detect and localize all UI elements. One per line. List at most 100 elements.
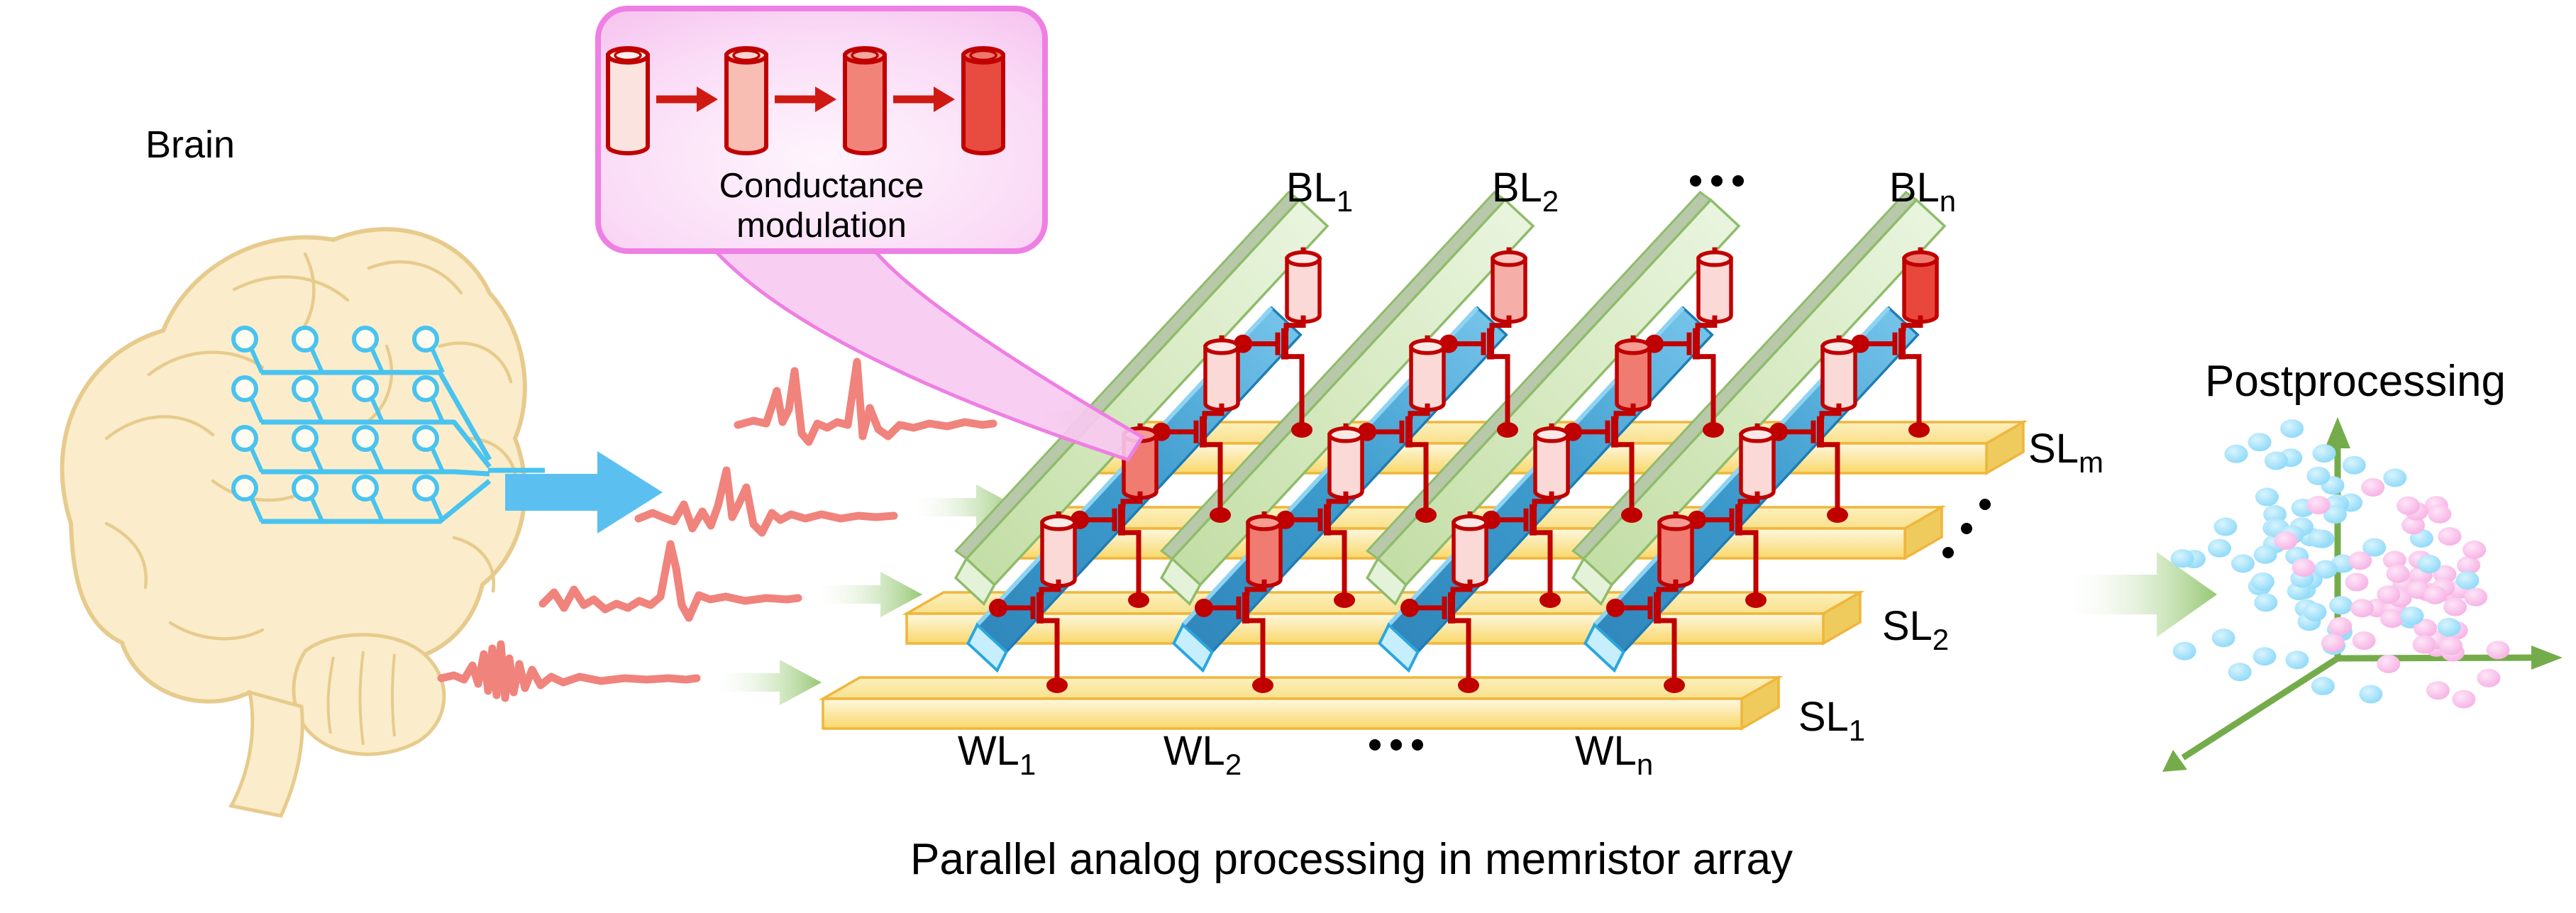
source-contact-dot — [1458, 677, 1479, 693]
source-contact-dot — [1497, 422, 1518, 438]
sl-label-3-dots — [1961, 523, 1972, 534]
source-contact-dot — [1908, 422, 1930, 438]
wl-label-2: WL2 — [1163, 728, 1242, 781]
memristor-top — [1040, 514, 1077, 531]
scatter-point-cluster-blue — [2211, 629, 2235, 648]
transistor-source — [1247, 618, 1266, 680]
memristor-cell-c2-r4 — [1439, 247, 1527, 438]
scatter-point-blue-in-pink — [2455, 571, 2480, 590]
brain-label: Brain — [145, 123, 235, 166]
bubble-cylinder-3 — [843, 46, 887, 155]
waveform-trace-1 — [734, 358, 997, 446]
scatter-point-cluster-pink — [2443, 597, 2467, 616]
scatter-point-cluster-pink — [2345, 572, 2369, 592]
memristor-cell-c1-r1 — [989, 511, 1077, 693]
waveform-trace-3 — [538, 540, 802, 622]
source-contact-dot — [1334, 592, 1355, 608]
source-contact-dot — [1128, 592, 1149, 608]
sl-label-3-dots — [1942, 547, 1954, 558]
scatter-point-cluster-pink — [2380, 609, 2404, 629]
electrode-contact — [352, 326, 379, 353]
transistor-source — [1903, 354, 1922, 424]
memristor-top — [1902, 250, 1939, 267]
brain-outline — [60, 227, 527, 708]
scatter-point-pink-in-blue — [2292, 558, 2316, 577]
electrode-contact — [231, 425, 258, 452]
scatter-point-cluster-pink — [2428, 504, 2452, 524]
bubble-cylinder-rim — [614, 49, 642, 62]
transistor-source — [1453, 618, 1471, 680]
electrode-contact — [412, 375, 439, 402]
brain-cerebellum-folds — [326, 651, 396, 746]
electrode-lead — [430, 446, 445, 473]
transistor-source — [1740, 530, 1759, 594]
electrode-lead — [249, 496, 264, 523]
scatter-point-cluster-blue — [2172, 641, 2196, 660]
wl-label-3-dots — [1391, 739, 1402, 751]
scatter-point-cluster-blue — [2314, 560, 2338, 579]
scatter-point-cluster-blue — [2263, 505, 2287, 524]
brain-cerebellum — [292, 633, 446, 756]
memristor-body — [1246, 521, 1283, 588]
electrode-contact — [352, 475, 379, 502]
memristor-body — [1902, 256, 1939, 324]
memristor-body — [1040, 521, 1077, 588]
wl-label-4: WLn — [1575, 728, 1653, 781]
source-contact-dot — [1621, 507, 1642, 523]
memristor-body — [1491, 256, 1527, 324]
scatter-point-cluster-pink — [2433, 565, 2457, 584]
electrode-lead — [249, 347, 264, 374]
scatter-point-cluster-pink — [2401, 516, 2425, 535]
scatter-point-cluster-blue — [2254, 593, 2278, 612]
scatter-point-cluster-blue — [2253, 545, 2277, 564]
scatter-point-cluster-pink — [2352, 631, 2376, 650]
axis-arrowhead-up — [2325, 417, 2350, 448]
scatter-point-cluster-blue — [2306, 466, 2331, 485]
scatter-point-cluster-pink — [2382, 550, 2406, 570]
memristor-cell-c1-r3 — [1152, 335, 1240, 523]
wl-end-face — [1172, 622, 1214, 673]
output-arrow — [2068, 552, 2217, 637]
bubble-tail — [709, 246, 1145, 462]
memristor-top — [1409, 338, 1446, 355]
wl-end-face — [1378, 622, 1420, 673]
bl-label-1: BL1 — [1286, 165, 1353, 218]
memristor-top — [1615, 338, 1652, 355]
source-contact-dot — [1827, 507, 1848, 523]
electrode-row-line — [261, 419, 492, 469]
memristor-body — [1657, 521, 1694, 588]
electrode-contact — [292, 475, 319, 502]
transistor-source — [1822, 442, 1840, 509]
transistor-source — [1698, 354, 1716, 424]
scatter-point-cluster-blue — [2311, 677, 2335, 695]
signal-waveforms — [437, 358, 997, 702]
scatter-plot — [2170, 419, 2510, 709]
sl-label-3-dots — [1979, 499, 1991, 510]
wl-label-1: WL1 — [958, 728, 1036, 781]
memristor-cell-c3-r3 — [1564, 335, 1652, 523]
scatter-point-cluster-blue — [2323, 505, 2347, 524]
memristor-top — [1739, 426, 1776, 443]
memristor-body — [1820, 344, 1857, 412]
electrode-contact — [412, 475, 439, 502]
bl-label-3-dots — [1732, 175, 1744, 187]
memristor-cell-c3-r4 — [1645, 247, 1733, 438]
bubble-cylinder-body — [606, 53, 650, 155]
memristor-body — [1409, 344, 1446, 412]
electrode-lead — [370, 347, 385, 374]
axis-arrowhead-diag — [2162, 750, 2187, 772]
source-contact-dot — [1703, 422, 1724, 438]
electrode-lead — [430, 496, 445, 523]
scatter-point-cluster-blue — [2280, 419, 2304, 438]
bubble-cylinder-4 — [961, 46, 1005, 155]
bubble-cylinder-rim — [851, 49, 879, 62]
input-arrow — [505, 451, 663, 533]
bl-label-3-dots — [1711, 175, 1723, 187]
scatter-point-cluster-pink — [2350, 599, 2375, 618]
modulation-arrowhead — [697, 87, 718, 112]
source-contact-dot — [1252, 677, 1273, 693]
memristor-cell-c3-r1 — [1400, 511, 1488, 693]
wl-end-face — [966, 622, 1008, 673]
